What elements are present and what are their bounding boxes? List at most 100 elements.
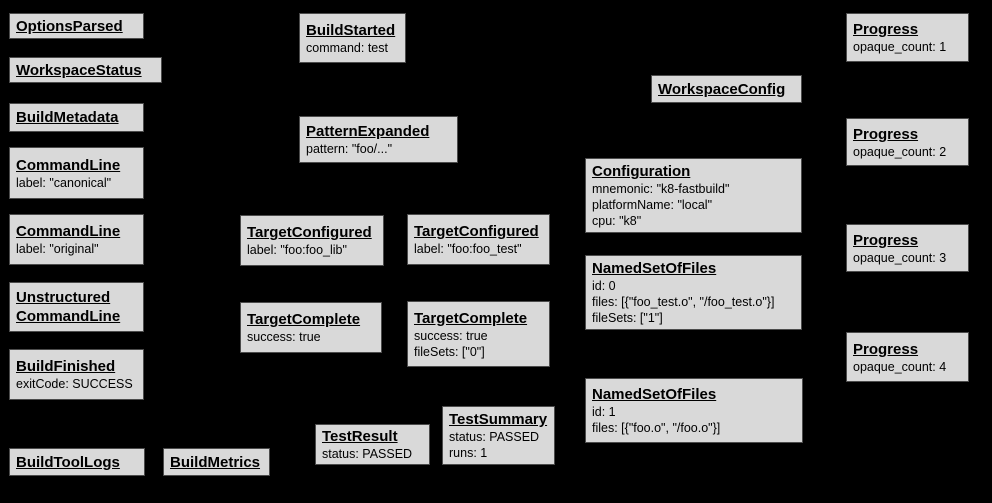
node-title: BuildMetadata	[16, 108, 137, 127]
node-field: label: "original"	[16, 242, 99, 256]
node-title-text: TargetComplete	[414, 309, 528, 327]
node-field: platformName: "local"	[592, 198, 713, 212]
node-title: TestSummary	[449, 410, 548, 429]
node-title-text: Progress	[853, 125, 919, 143]
node-field: label: "foo:foo_lib"	[247, 243, 347, 257]
node-title-text: CommandLine	[16, 156, 121, 174]
event-node-workspace-config: WorkspaceConfig	[651, 75, 802, 103]
node-title-text: WorkspaceConfig	[658, 80, 786, 98]
node-title-text: TargetConfigured	[414, 223, 539, 240]
node-field: opaque_count: 2	[853, 144, 947, 159]
node-title: Progress	[853, 340, 962, 359]
event-node-target-complete-lib: TargetComplete success: true	[240, 302, 382, 353]
node-title: BuildMetrics	[170, 453, 263, 472]
node-title: TargetConfigured	[247, 223, 377, 242]
node-title-text: Progress	[853, 340, 919, 358]
event-node-workspace-status: WorkspaceStatus	[9, 57, 162, 83]
node-title: WorkspaceConfig	[658, 80, 795, 99]
node-title-text: BuildMetrics	[170, 453, 261, 471]
node-field: pattern: "foo/..."	[306, 142, 393, 156]
node-title: TargetConfigured	[414, 222, 543, 241]
node-field: opaque_count: 1	[853, 40, 947, 54]
node-title-text: PatternExpanded	[306, 123, 430, 140]
node-field: fileSets: ["0"]	[414, 344, 485, 359]
node-field: label: "foo:foo_test"	[414, 242, 522, 256]
node-title-text: OptionsParsed	[16, 17, 123, 35]
event-node-build-tool-logs: BuildToolLogs	[9, 448, 145, 476]
node-field: id: 0	[592, 279, 616, 293]
node-field: status: PASSED	[449, 430, 540, 444]
node-title-text: TargetComplete	[247, 311, 361, 328]
node-title: NamedSetOfFiles	[592, 259, 795, 278]
node-field: id: 1	[592, 405, 616, 419]
node-title-text: Configuration	[592, 163, 691, 180]
node-title: Progress	[853, 125, 962, 144]
node-title: WorkspaceStatus	[16, 61, 155, 80]
event-node-target-configured-test: TargetConfigured label: "foo:foo_test"	[407, 214, 550, 265]
event-node-pattern-expanded: PatternExpanded pattern: "foo/..."	[299, 116, 458, 163]
node-field: runs: 1	[449, 446, 488, 460]
event-node-build-metrics: BuildMetrics	[163, 448, 270, 476]
node-title-text: BuildToolLogs	[16, 453, 120, 471]
node-field: success: true	[414, 328, 488, 343]
node-title: BuildStarted	[306, 21, 399, 40]
node-title: CommandLine	[16, 156, 137, 175]
node-title: TargetComplete	[414, 309, 543, 328]
node-title-text: BuildFinished	[16, 358, 116, 375]
event-node-command-line-original: CommandLine label: "original"	[9, 214, 144, 265]
node-field: fileSets: ["1"]	[592, 311, 663, 325]
node-title-text: Progress	[853, 21, 919, 38]
node-field: cpu: "k8"	[592, 214, 642, 228]
event-node-named-set-of-files-0: NamedSetOfFiles id: 0 files: [{"foo_test.o…	[585, 255, 802, 330]
event-node-options-parsed: OptionsParsed	[9, 13, 144, 39]
node-field: opaque_count: 4	[853, 359, 947, 374]
node-field: files: [{"foo.o", "/foo.o"}]	[592, 421, 721, 435]
event-node-configuration: Configuration mnemonic: "k8-fastbuild" pla…	[585, 158, 802, 233]
node-title-text: Unstructured	[16, 289, 111, 306]
node-title: BuildFinished	[16, 357, 137, 376]
node-field: status: PASSED	[322, 447, 413, 461]
node-title: PatternExpanded	[306, 122, 451, 141]
node-title-text: TargetConfigured	[247, 224, 372, 241]
event-node-build-metadata: BuildMetadata	[9, 103, 144, 132]
node-title: OptionsParsed	[16, 17, 137, 36]
node-title-text: NamedSetOfFiles	[592, 386, 717, 403]
node-title: BuildToolLogs	[16, 453, 138, 472]
node-field: command: test	[306, 40, 388, 55]
node-field: opaque_count: 3	[853, 250, 947, 265]
node-title-text: CommandLine	[16, 223, 121, 240]
node-field: files: [{"foo_test.o", "/foo_test.o"}]	[592, 295, 775, 309]
event-node-named-set-of-files-1: NamedSetOfFiles id: 1 files: [{"foo.o", "/…	[585, 378, 803, 443]
node-title: TargetComplete	[247, 310, 375, 329]
node-title-text: TestSummary	[449, 411, 548, 428]
node-title: Progress	[853, 231, 962, 250]
event-node-target-configured-lib: TargetConfigured label: "foo:foo_lib"	[240, 215, 384, 266]
node-title-text: Progress	[853, 231, 919, 249]
event-node-progress-1: Progress opaque_count: 1	[846, 13, 969, 62]
node-field: exitCode: SUCCESS	[16, 377, 133, 391]
node-title-text: CommandLine	[16, 308, 121, 325]
node-title: CommandLine	[16, 222, 137, 241]
node-title-text: BuildMetadata	[16, 109, 119, 126]
node-title-text: NamedSetOfFiles	[592, 260, 717, 277]
node-title-text: WorkspaceStatus	[16, 61, 142, 79]
node-title: TestResult	[322, 427, 423, 446]
node-field: label: "canonical"	[16, 175, 112, 190]
event-node-test-result: TestResult status: PASSED	[315, 424, 430, 465]
node-title-text: BuildStarted	[306, 21, 396, 39]
node-field: mnemonic: "k8-fastbuild"	[592, 182, 730, 196]
node-title-text: TestResult	[322, 428, 398, 445]
event-node-build-finished: BuildFinished exitCode: SUCCESS	[9, 349, 144, 400]
node-field: success: true	[247, 330, 321, 344]
event-node-test-summary: TestSummary status: PASSED runs: 1	[442, 406, 555, 465]
node-title: Progress	[853, 20, 962, 39]
